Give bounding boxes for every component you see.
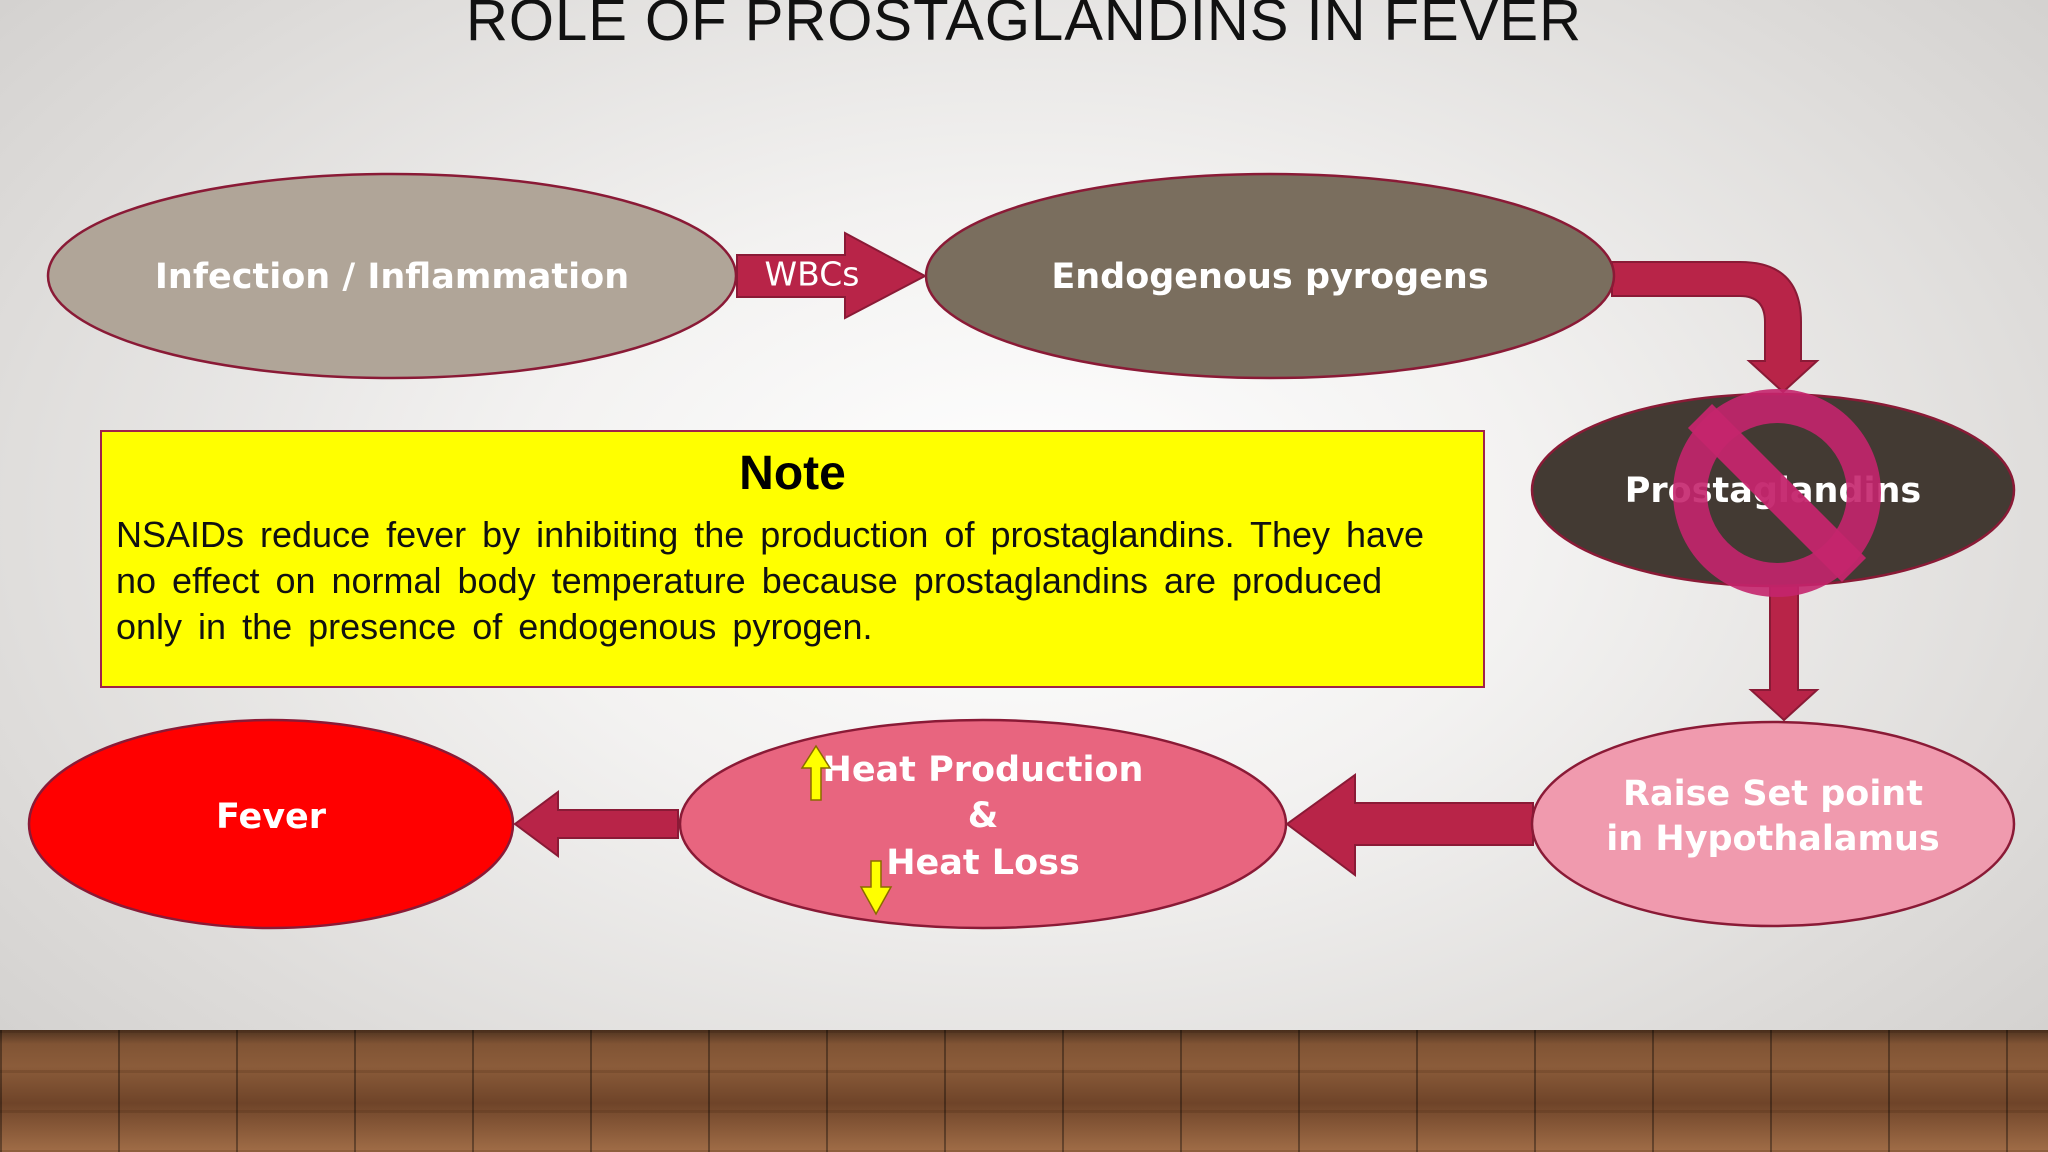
- node-fever-label: Fever: [216, 797, 327, 837]
- floor-shadow: [0, 1030, 2048, 1044]
- node-setpoint-line2: in Hypothalamus: [1606, 819, 1939, 859]
- arrows: [513, 231, 1820, 877]
- arrow-setpoint-to-heat: [1285, 773, 1534, 877]
- up-arrow-icon: [800, 744, 832, 801]
- note-body: NSAIDs reduce fever by inhibiting the pr…: [116, 514, 1425, 647]
- arrow-heat-to-fever: [513, 790, 679, 858]
- node-pyrogens-label: Endogenous pyrogens: [1051, 257, 1488, 297]
- note-title: Note: [739, 447, 846, 500]
- node-infection: Infection / Inflammation: [46, 172, 738, 380]
- arrow-infection-to-pyrogens: [736, 231, 928, 320]
- wood-floor-decoration: [0, 1030, 2048, 1152]
- down-arrow-icon: [859, 860, 893, 916]
- node-heat-line3: Heat Loss: [886, 843, 1080, 883]
- arrow-pyrogens-to-prostaglandins: [1611, 261, 1820, 394]
- node-pyrogens: Endogenous pyrogens: [924, 172, 1616, 380]
- wbcs-label: WBCs: [765, 255, 860, 294]
- note-box: Note NSAIDs reduce fever by inhibiting t…: [100, 430, 1485, 688]
- no-symbol-icon: Prostaglandins: [1673, 389, 1881, 597]
- node-fever: Fever: [27, 718, 515, 930]
- node-infection-label: Infection / Inflammation: [155, 257, 629, 297]
- arrow-prostaglandins-to-setpoint: [1748, 584, 1820, 722]
- node-setpoint: Raise Set point in Hypothalamus: [1530, 720, 2016, 928]
- node-setpoint-line1: Raise Set point: [1623, 774, 1923, 814]
- page-title: ROLE OF PROSTAGLANDINS IN FEVER: [465, 0, 1582, 53]
- node-heat-line1: Heat Production: [823, 750, 1144, 790]
- node-heat: Heat Production & Heat Loss: [678, 718, 1288, 930]
- node-heat-line2: &: [968, 796, 999, 836]
